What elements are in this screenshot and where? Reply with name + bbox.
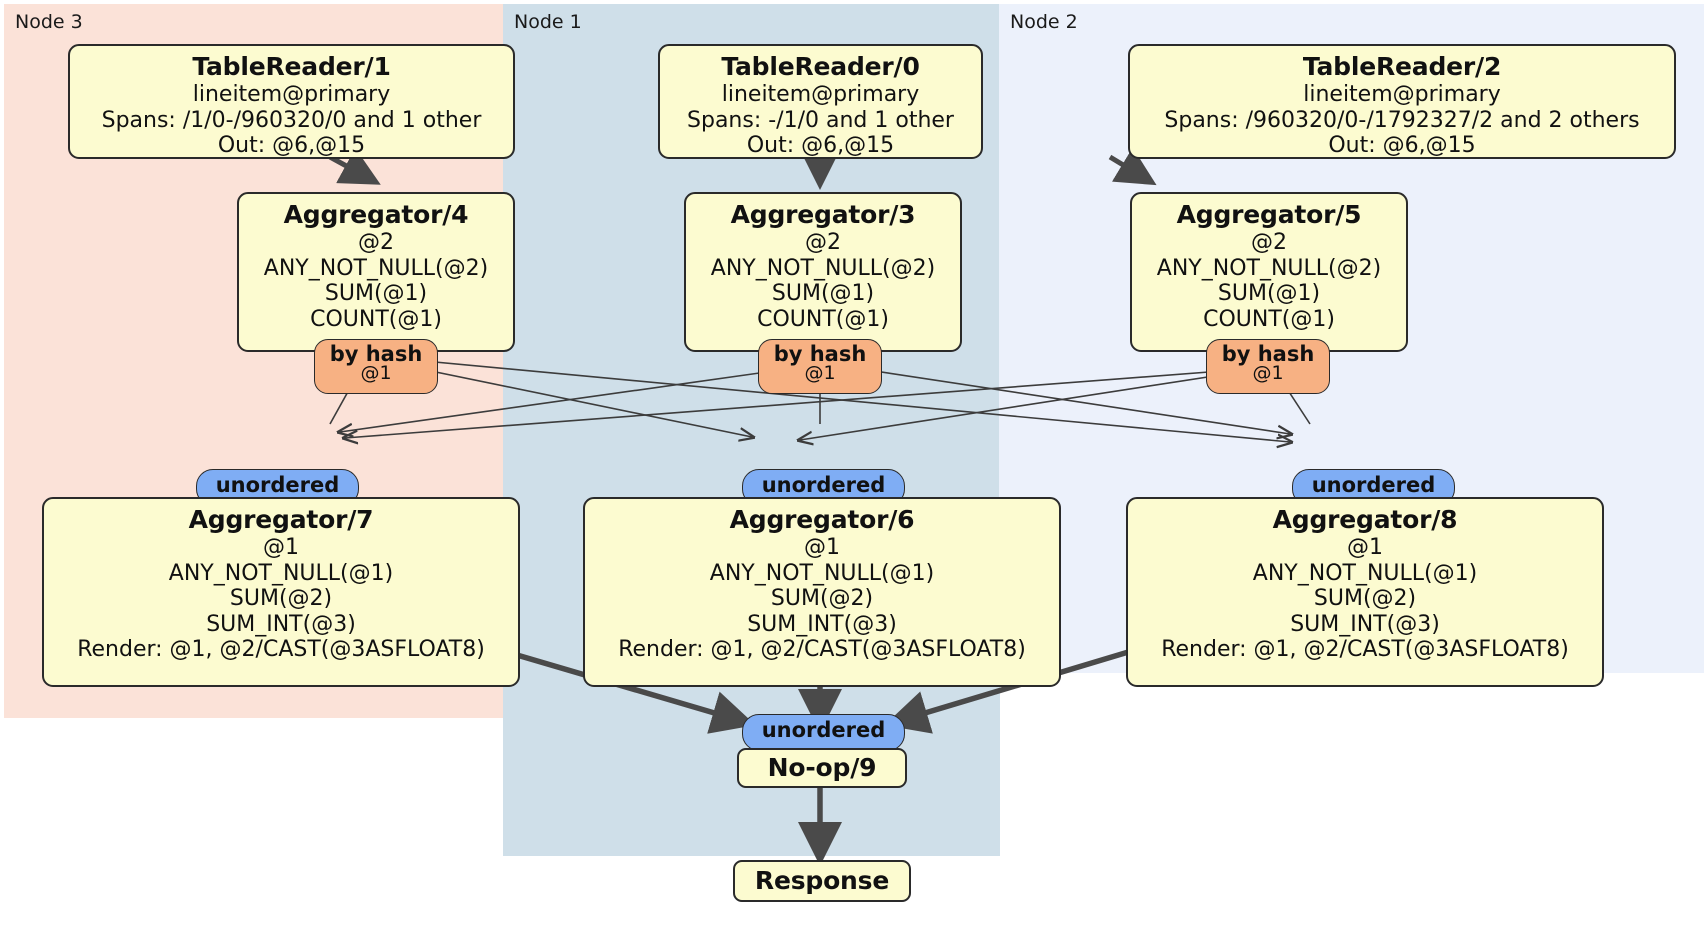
processor-aggregator-4[interactable]: Aggregator/4 @2 ANY_NOT_NULL(@2) SUM(@1)… [237,192,515,352]
processor-line-out: Out: @6,@15 [1328,133,1476,159]
processor-line-groupcol: @2 [358,230,394,255]
processor-line-agg-2: SUM_INT(@3) [747,611,897,637]
processor-title: Aggregator/5 [1176,200,1362,229]
processor-line-table: lineitem@primary [192,82,391,107]
processor-aggregator-8[interactable]: Aggregator/8 @1 ANY_NOT_NULL(@1) SUM(@2)… [1126,497,1604,687]
processor-line-agg-0: ANY_NOT_NULL(@2) [263,255,489,281]
processor-line-agg-1: SUM(@2) [770,586,874,612]
processor-line-out: Out: @6,@15 [217,133,366,159]
processor-line-render: Render: @1, @2/CAST(@3ASFLOAT8) [77,637,485,663]
badge-label: by hash [1221,342,1315,366]
processor-line-spans: Spans: /1/0-/960320/0 and 1 other [101,107,482,133]
processor-line-out: Out: @6,@15 [746,133,895,159]
processor-title: Response [754,866,890,895]
processor-title: TableReader/1 [192,52,391,81]
processor-title: Aggregator/4 [283,200,469,229]
processor-line-agg-2: SUM_INT(@3) [206,611,356,637]
badge-label: unordered [761,718,886,742]
stream-badge-by-hash-right[interactable]: by hash @1 [1206,339,1330,394]
processor-title: Aggregator/7 [188,505,374,534]
processor-aggregator-6[interactable]: Aggregator/6 @1 ANY_NOT_NULL(@1) SUM(@2)… [583,497,1061,687]
stream-badge-by-hash-left[interactable]: by hash @1 [314,339,438,394]
processor-line-agg-2: SUM_INT(@3) [1290,611,1440,637]
processor-title: TableReader/2 [1302,52,1502,81]
processor-title: No-op/9 [767,753,877,782]
processor-line-groupcol: @2 [1251,230,1287,255]
processor-title: Aggregator/6 [729,505,915,534]
processor-line-table: lineitem@primary [1303,82,1501,107]
processor-line-groupcol: @2 [805,230,841,255]
node-label-node1: Node 1 [514,11,582,33]
processor-line-agg-0: ANY_NOT_NULL(@1) [1252,560,1478,586]
processor-line-render: Render: @1, @2/CAST(@3ASFLOAT8) [1161,637,1569,663]
processor-table-reader-0[interactable]: TableReader/0 lineitem@primary Spans: -/… [658,44,983,159]
processor-line-agg-2: COUNT(@1) [310,306,442,332]
processor-line-agg-0: ANY_NOT_NULL(@1) [168,560,394,586]
badge-label: by hash [773,342,867,366]
badge-label: unordered [215,473,340,497]
node-label-node3: Node 3 [15,11,83,33]
processor-aggregator-5[interactable]: Aggregator/5 @2 ANY_NOT_NULL(@2) SUM(@1)… [1130,192,1408,352]
processor-line-agg-1: SUM(@1) [771,281,875,307]
processor-line-agg-1: SUM(@1) [324,281,428,307]
processor-line-agg-0: ANY_NOT_NULL(@2) [710,255,936,281]
processor-title: Aggregator/3 [730,200,916,229]
processor-table-reader-2[interactable]: TableReader/2 lineitem@primary Spans: /9… [1128,44,1676,159]
processor-aggregator-3[interactable]: Aggregator/3 @2 ANY_NOT_NULL(@2) SUM(@1)… [684,192,962,352]
processor-noop-9[interactable]: No-op/9 [737,748,907,788]
badge-label: unordered [761,473,886,497]
processor-table-reader-1[interactable]: TableReader/1 lineitem@primary Spans: /1… [68,44,515,159]
processor-response[interactable]: Response [733,860,911,902]
processor-line-spans: Spans: -/1/0 and 1 other [687,107,954,133]
processor-line-agg-2: COUNT(@1) [757,306,889,332]
stream-badge-by-hash-center[interactable]: by hash @1 [758,339,882,394]
processor-title: TableReader/0 [721,52,920,81]
badge-label: by hash [329,342,423,366]
processor-line-agg-2: COUNT(@1) [1203,306,1335,332]
processor-line-groupcol: @1 [1347,535,1383,560]
badge-label: unordered [1311,473,1436,497]
processor-aggregator-7[interactable]: Aggregator/7 @1 ANY_NOT_NULL(@1) SUM(@2)… [42,497,520,687]
badge-sublabel: @1 [1252,362,1284,385]
processor-line-agg-1: SUM(@2) [229,586,333,612]
processor-line-spans: Spans: /960320/0-/1792327/2 and 2 others [1164,107,1640,133]
processor-line-groupcol: @1 [263,535,299,560]
processor-line-agg-0: ANY_NOT_NULL(@2) [1156,255,1382,281]
processor-line-agg-1: SUM(@2) [1313,586,1417,612]
badge-sublabel: @1 [804,362,836,385]
processor-line-table: lineitem@primary [721,82,920,107]
badge-sublabel: @1 [360,362,392,385]
processor-line-agg-0: ANY_NOT_NULL(@1) [709,560,935,586]
processor-line-groupcol: @1 [804,535,840,560]
processor-line-render: Render: @1, @2/CAST(@3ASFLOAT8) [618,637,1026,663]
stream-badge-unordered-final[interactable]: unordered [742,714,905,751]
node-label-node2: Node 2 [1010,11,1078,33]
processor-title: Aggregator/8 [1272,505,1458,534]
processor-line-agg-1: SUM(@1) [1217,281,1321,307]
